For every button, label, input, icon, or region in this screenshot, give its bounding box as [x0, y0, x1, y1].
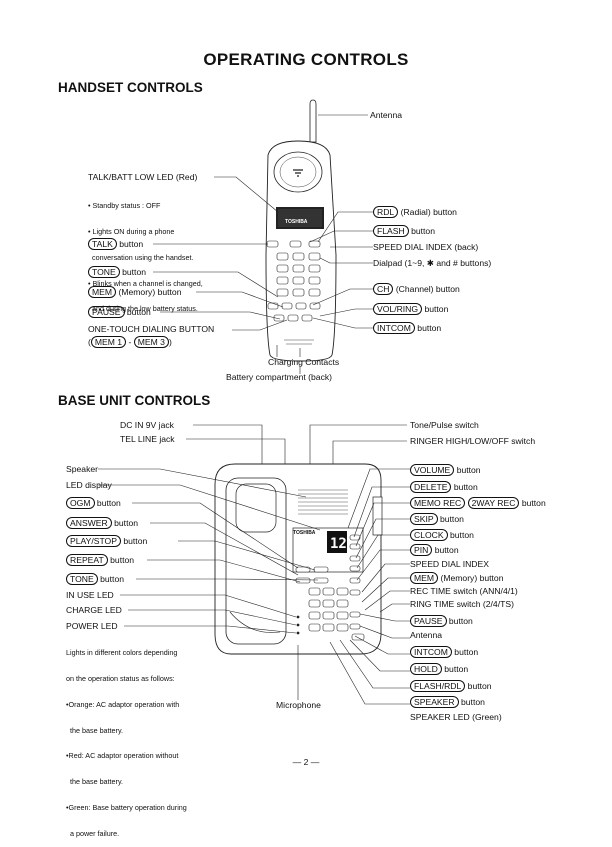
handset-pause-callout: PAUSE button [88, 306, 151, 318]
base-volume-callout: VOLUME button [410, 464, 481, 476]
handset-volring-callout: VOL/RING button [373, 303, 448, 315]
base-answer-callout: ANSWER button [66, 517, 138, 529]
ogm-button-label: OGM [66, 497, 95, 509]
base-intcom-callout: INTCOM button [410, 646, 478, 658]
charge-led-label: CHARGE LED [66, 605, 122, 615]
microphone-label: Microphone [276, 700, 321, 710]
volume-button-label: VOLUME [410, 464, 455, 476]
base-heading: BASE UNIT CONTROLS [58, 393, 211, 408]
volring-button-label: VOL/RING [373, 303, 423, 315]
handset-antenna-label: Antenna [370, 110, 403, 120]
handset-tone-callout: TONE button [88, 266, 146, 278]
charging-contacts-label: Charging Contacts [268, 357, 340, 367]
in-use-led-label: IN USE LED [66, 590, 114, 600]
base-clock-callout: CLOCK button [410, 529, 474, 541]
base-playstop-callout: PLAY/STOP button [66, 535, 147, 547]
base-pause-callout: PAUSE button [410, 615, 473, 627]
clock-button-label: CLOCK [410, 529, 448, 541]
base-hold-callout: HOLD button [410, 663, 468, 675]
memorec-button-label: MEMO REC [410, 497, 466, 509]
pin-button-label: PIN [410, 544, 433, 556]
base-illustration: 12 [214, 463, 383, 655]
base-speaker-callout: SPEAKER button [410, 696, 485, 708]
diagram-drawing: 12 [98, 99, 410, 705]
flashrdl-button-label: FLASH/RDL [410, 680, 466, 692]
power-led-label: POWER LED [66, 621, 118, 631]
led-display-label: LED display [66, 480, 112, 490]
base-ogm-callout: OGM button [66, 497, 121, 509]
base-speed-dial-label: SPEED DIAL INDEX [410, 559, 489, 569]
rdl-button-label: RDL [373, 206, 399, 218]
playstop-button-label: PLAY/STOP [66, 535, 121, 547]
handset-flash-callout: FLASH button [373, 225, 435, 237]
base-led-digits: 12 [330, 536, 347, 552]
hold-button-label: HOLD [410, 663, 442, 675]
intcom-button-label: INTCOM [373, 322, 415, 334]
page-number: — 2 — [292, 757, 320, 767]
base-mem-callout: MEM (Memory) button [410, 572, 504, 584]
ringer-label: RINGER HIGH/LOW/OFF switch [410, 436, 536, 446]
base-skip-callout: SKIP button [410, 513, 464, 525]
ring-time-label: RING TIME switch (2/4/TS) [410, 599, 514, 609]
page-title: OPERATING CONTROLS [203, 50, 409, 69]
speaker-label: Speaker [66, 464, 99, 474]
base-brand-logo: TOSHIBA [293, 530, 316, 536]
talk-button-label: TALK [88, 238, 117, 250]
base-repeat-callout: REPEAT button [66, 554, 134, 566]
handset-mem-callout: MEM (Memory) button [88, 286, 182, 298]
base-memorec-callout: MEMO REC 2WAY REC button [410, 497, 546, 509]
speaker-button-label: SPEAKER [410, 696, 459, 708]
tone-pulse-label: Tone/Pulse switch [410, 420, 479, 430]
handset-speed-dial-label: SPEED DIAL INDEX (back) [373, 242, 479, 252]
base-delete-callout: DELETE button [410, 481, 478, 493]
talk-led-notes: • Standby status : OFF • Lights ON durin… [88, 201, 203, 314]
base-intcom-button-label: INTCOM [410, 646, 452, 658]
flash-button-label: FLASH [373, 225, 409, 237]
repeat-button-label: REPEAT [66, 554, 108, 566]
twoway-rec-button-label: 2WAY REC [467, 497, 520, 509]
base-pause-button-label: PAUSE [410, 615, 447, 627]
base-mem-button-label: MEM [410, 572, 439, 584]
skip-button-label: SKIP [410, 513, 438, 525]
base-pin-callout: PIN button [410, 544, 459, 556]
base-tone-callout: TONE button [66, 573, 124, 585]
answer-button-label: ANSWER [66, 517, 112, 529]
handset-ch-callout: CH (Channel) button [373, 283, 460, 295]
tone-button-label: TONE [88, 266, 120, 278]
speaker-led-label: SPEAKER LED (Green) [410, 712, 502, 722]
pause-button-label: PAUSE [88, 306, 125, 318]
handset-heading: HANDSET CONTROLS [58, 80, 203, 95]
one-touch-mem-range: (MEM 1 - MEM 3) [88, 336, 172, 348]
handset-rdl-callout: RDL (Radial) button [373, 206, 457, 218]
mem-button-label: MEM [88, 286, 117, 298]
one-touch-label: ONE-TOUCH DIALING BUTTON [88, 324, 215, 334]
dc-in-label: DC IN 9V jack [120, 420, 174, 430]
base-antenna-label: Antenna [410, 630, 443, 640]
rec-time-label: REC TIME switch (ANN/4/1) [410, 586, 518, 596]
battery-compartment-label: Battery compartment (back) [226, 372, 333, 382]
delete-button-label: DELETE [410, 481, 452, 493]
power-led-notes: Lights in different colors depending on … [66, 648, 187, 838]
base-tone-button-label: TONE [66, 573, 98, 585]
tel-line-label: TEL LINE jack [120, 434, 175, 444]
handset-brand-logo: TOSHIBA [285, 219, 308, 225]
dialpad-label: Dialpad (1~9, ✱ and # buttons) [373, 258, 492, 268]
handset-talk-callout: TALK button [88, 238, 143, 250]
ch-button-label: CH [373, 283, 394, 295]
handset-illustration [265, 99, 337, 362]
talk-led-label: TALK/BATT LOW LED (Red) [88, 172, 198, 182]
base-flashrdl-callout: FLASH/RDL button [410, 680, 492, 692]
handset-intcom-callout: INTCOM button [373, 322, 441, 334]
